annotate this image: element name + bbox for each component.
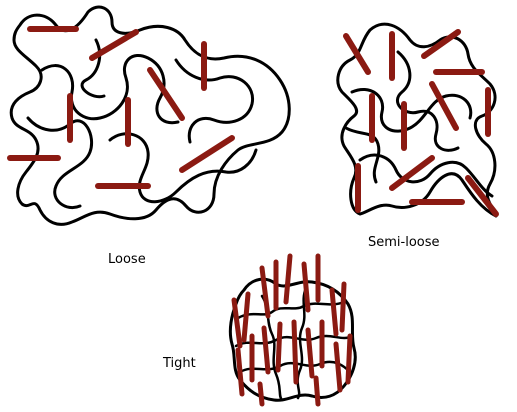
tight-rod [294, 322, 296, 382]
loose-chain-inner-5 [82, 40, 104, 97]
tight-rod [316, 378, 318, 404]
loose-chain-inner-1 [42, 55, 178, 122]
tight-rod [308, 330, 312, 376]
tight-rod [278, 324, 280, 370]
loose-cluster [10, 7, 289, 224]
tight-rod [260, 384, 262, 404]
tight-rod [342, 284, 344, 330]
tight-cluster [230, 256, 355, 404]
tight-rod [348, 336, 350, 382]
tight-rod [244, 294, 248, 340]
tight-rod [264, 328, 268, 372]
semi-loose-cluster [338, 24, 496, 216]
tight-chain-inner-1 [238, 302, 344, 318]
tight-rod [332, 290, 336, 334]
loose-label: Loose [108, 252, 146, 267]
loose-chain-inner-4 [176, 60, 253, 142]
semi-loose-label: Semi-loose [368, 235, 440, 250]
tight-rod [286, 256, 290, 302]
tight-rod [234, 300, 240, 346]
semi-loose-rod [424, 32, 458, 56]
tight-label: Tight [163, 356, 196, 371]
loose-chain-outline [11, 7, 289, 224]
tight-rod [238, 350, 242, 394]
tight-chain-inner-5 [298, 288, 306, 398]
loose-chain-inner-2 [28, 118, 92, 208]
tight-rod [336, 344, 340, 390]
tight-rod [262, 268, 268, 316]
loose-rod [150, 70, 182, 118]
